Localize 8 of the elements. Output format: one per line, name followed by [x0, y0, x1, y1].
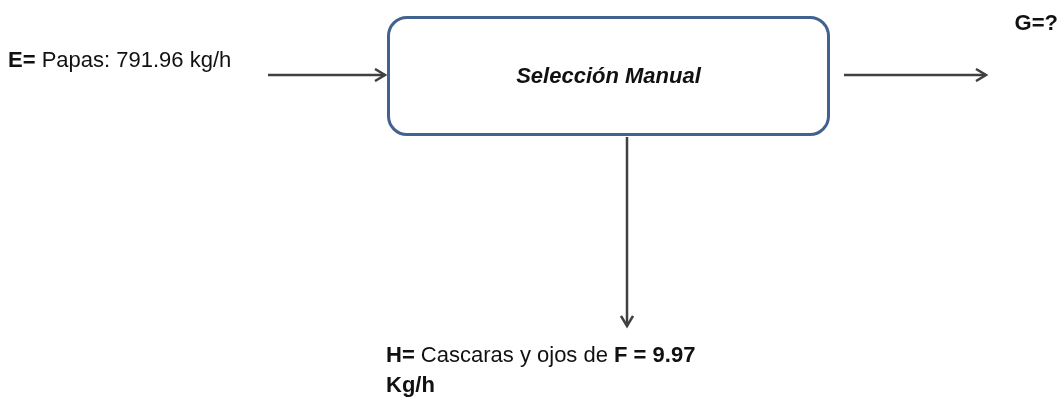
arrow [619, 137, 635, 328]
process-label: Selección Manual [516, 62, 701, 90]
arrow [844, 67, 988, 83]
stream-label: E= Papas: 791.96 kg/h [8, 45, 270, 107]
stream-label: H= Cascaras y ojos de F = 9.97 Kg/h [386, 340, 716, 402]
process-box [387, 16, 830, 136]
stream-label: G=? [1000, 8, 1058, 40]
arrow [268, 67, 387, 83]
